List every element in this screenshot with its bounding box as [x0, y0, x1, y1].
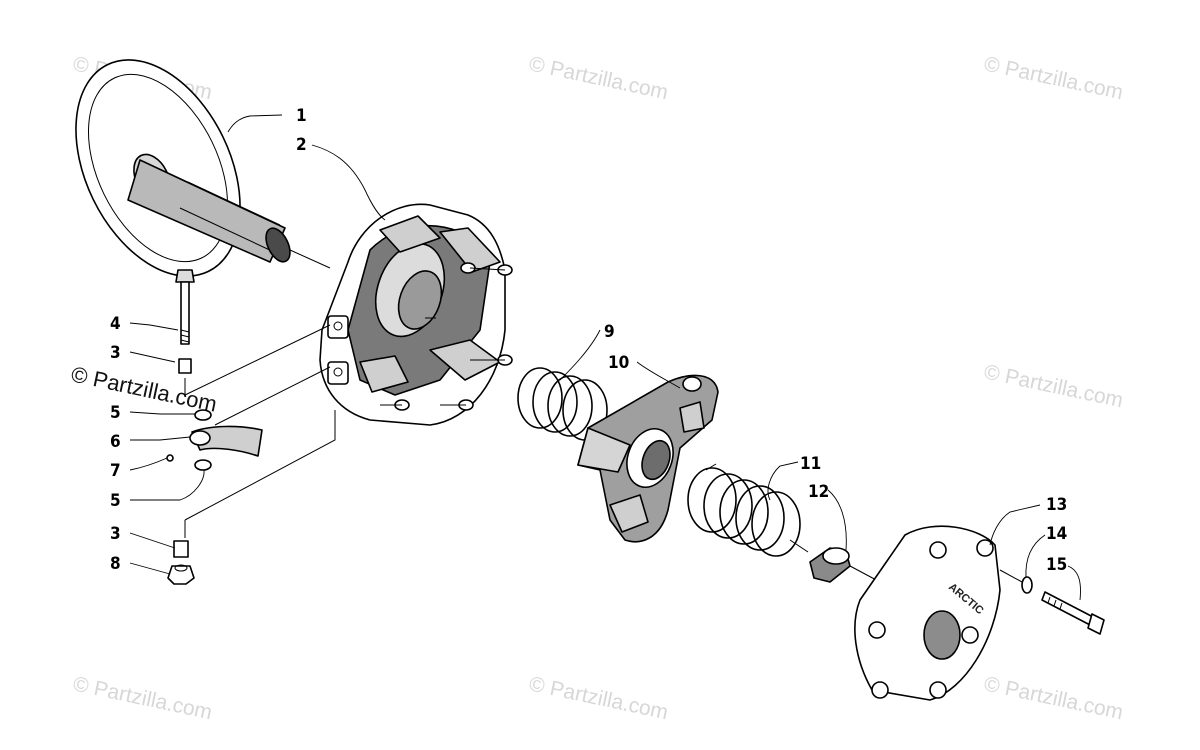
part-5-washer-lower [194, 459, 212, 471]
callout-15: 15 [1046, 555, 1067, 575]
part-3-bushing-upper [178, 358, 192, 374]
callout-2: 2 [296, 135, 307, 155]
part-4-bolt [175, 269, 195, 345]
callout-1: 1 [296, 106, 307, 126]
watermark-bottom-right: © Partzilla.com [982, 672, 1125, 724]
callout-8: 8 [110, 554, 121, 574]
part-11-spring [687, 463, 801, 557]
callout-10: 10 [608, 353, 629, 373]
part-15-bolt [999, 569, 1105, 635]
callout-13: 13 [1046, 495, 1067, 515]
callout-6: 6 [110, 432, 121, 452]
part-8-lock-nut [167, 564, 195, 585]
watermark-bottom-left: © Partzilla.com [71, 672, 214, 724]
part-6-cam-arm [189, 425, 263, 457]
part-2-spider-cover [319, 203, 513, 426]
leader-lines [129, 114, 1081, 601]
callout-11: 11 [800, 454, 821, 474]
part-14-washer [1021, 576, 1033, 594]
callout-5-lower: 5 [110, 491, 121, 511]
callout-3-lower: 3 [110, 524, 121, 544]
part-3-bushing-lower [173, 540, 189, 558]
watermark-bottom-center: © Partzilla.com [527, 672, 670, 724]
callout-14: 14 [1046, 524, 1067, 544]
part-5-washer-upper [194, 409, 212, 421]
part-12-bushing [789, 539, 881, 583]
callout-7: 7 [110, 461, 121, 481]
callout-numbers: 1 2 4 3 5 6 7 5 3 8 9 10 11 12 13 14 15 [110, 106, 1067, 575]
callout-5-upper: 5 [110, 403, 121, 423]
watermark-top-right: © Partzilla.com [982, 52, 1125, 104]
part-7-pin [166, 454, 174, 462]
part-10-spider [577, 374, 719, 543]
assembly-lines-left [184, 324, 336, 538]
callout-12: 12 [808, 482, 829, 502]
part-1-movable-sheave [75, 59, 331, 277]
callout-3-upper: 3 [110, 343, 121, 363]
callout-9: 9 [604, 322, 615, 342]
part-13-cover-plate: ARCTIC [854, 525, 1001, 701]
watermark-mid-right: © Partzilla.com [982, 360, 1125, 412]
callout-4: 4 [110, 314, 121, 334]
watermark-top-center: © Partzilla.com [527, 52, 670, 104]
